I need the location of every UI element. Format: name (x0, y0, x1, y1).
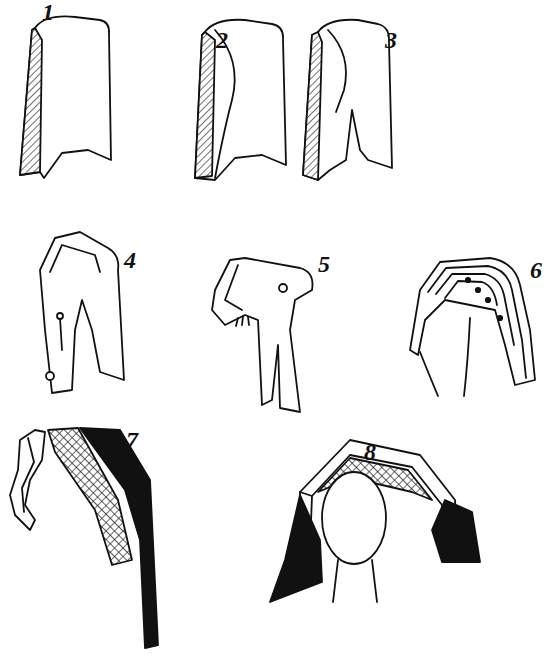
hood-layer (445, 281, 497, 305)
fold-step-3 (303, 20, 392, 180)
front-lappet (10, 430, 45, 530)
fold-line (215, 30, 235, 178)
step-number: 5 (318, 252, 330, 276)
cloth-shade (20, 28, 42, 175)
neck (333, 560, 377, 602)
step-number: 8 (364, 440, 376, 464)
pin-dot (486, 298, 490, 302)
pin (60, 318, 62, 350)
step-number: 7 (126, 428, 138, 452)
lappet-edge (300, 492, 312, 548)
step-number: 3 (385, 28, 397, 52)
step-number: 2 (216, 28, 228, 52)
fold-line (50, 245, 100, 272)
fold-step-5 (212, 258, 313, 412)
fold-line (225, 265, 242, 310)
fold-step-6 (410, 258, 535, 396)
cloth-shade (303, 32, 322, 180)
hood-layer (428, 266, 526, 378)
pin-dot (466, 278, 470, 282)
pin-dot (498, 316, 502, 320)
tie-string (420, 352, 438, 396)
cloth-outline (195, 20, 286, 180)
step-number: 6 (530, 258, 542, 282)
hood-layer (436, 274, 514, 345)
tie-string (464, 318, 470, 396)
hole (46, 372, 54, 380)
cloth-shade (195, 32, 215, 178)
fold-step-4 (40, 232, 124, 393)
fray (236, 316, 249, 326)
fold-step-8 (270, 440, 480, 602)
crosshatched-band (48, 428, 132, 565)
pin-head (57, 313, 63, 319)
veil-left (270, 495, 322, 602)
cloth-outline (303, 20, 392, 180)
hood-outline (410, 258, 535, 385)
fold-step-2 (195, 20, 286, 180)
cloth-outline (212, 258, 313, 412)
hole (279, 284, 287, 292)
fold-line (328, 30, 346, 112)
face (322, 472, 386, 564)
lappet-fold (22, 438, 34, 512)
fold-step-1 (20, 16, 111, 178)
step-number: 4 (124, 248, 136, 272)
cloth-outline (20, 16, 111, 178)
cloth-outline (40, 232, 124, 393)
pin-dot (476, 288, 480, 292)
step-number: 1 (42, 0, 54, 24)
fold-step-7 (10, 428, 158, 648)
